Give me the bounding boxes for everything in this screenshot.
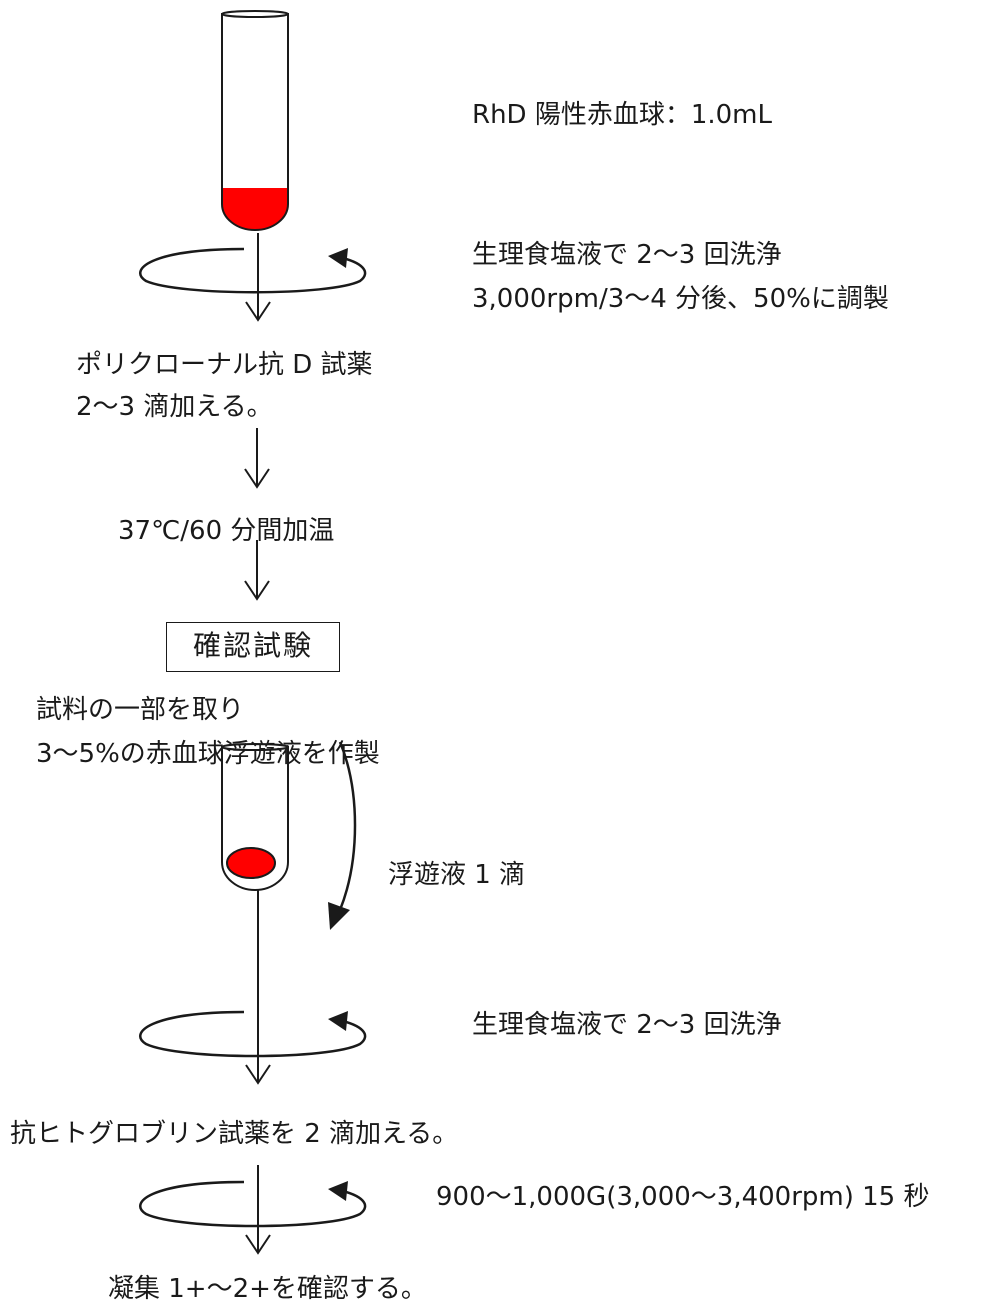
- ahg-step: 抗ヒトグロブリン試薬を 2 滴加える。: [10, 1119, 459, 1149]
- incubation-step: 37℃/60 分間加温: [118, 516, 335, 546]
- test-tube-icon: [221, 10, 289, 231]
- down-arrow-icon: [245, 1165, 271, 1255]
- result-step: 凝集 1+〜2+を確認する。: [108, 1274, 427, 1304]
- drop-label: 浮遊液 1 滴: [388, 860, 526, 890]
- wash-step-line1: 生理食塩液で 2〜3 回洗浄: [472, 240, 782, 270]
- wash-step-2: 生理食塩液で 2〜3 回洗浄: [472, 1010, 782, 1040]
- down-arrow-icon: [245, 233, 271, 322]
- rotation-ellipse-icon: [139, 1180, 367, 1228]
- down-arrow-icon: [245, 890, 271, 1085]
- down-arrow-icon: [244, 540, 270, 601]
- test-tube-icon: [221, 743, 289, 891]
- centrifuge-step: 900〜1,000G(3,000〜3,400rpm) 15 秒: [436, 1182, 930, 1212]
- curved-arrow-icon: [328, 741, 357, 930]
- sample-step-line2: 3〜5%の赤血球浮遊液を作製: [36, 739, 380, 769]
- rotation-ellipse-icon: [139, 247, 367, 294]
- sample-step-line1: 試料の一部を取り: [36, 695, 245, 725]
- down-arrow-icon: [244, 428, 270, 489]
- reagent-step-line1: ポリクローナル抗 D 試薬: [76, 350, 373, 380]
- rbc-volume-label: RhD 陽性赤血球：1.0mL: [472, 100, 772, 130]
- reagent-step-line2: 2〜3 滴加える。: [76, 392, 273, 422]
- confirmation-test-box: 確認試験: [166, 622, 340, 672]
- wash-step-line2: 3,000rpm/3〜4 分後、50%に調製: [472, 284, 889, 314]
- rotation-ellipse-icon: [139, 1010, 367, 1058]
